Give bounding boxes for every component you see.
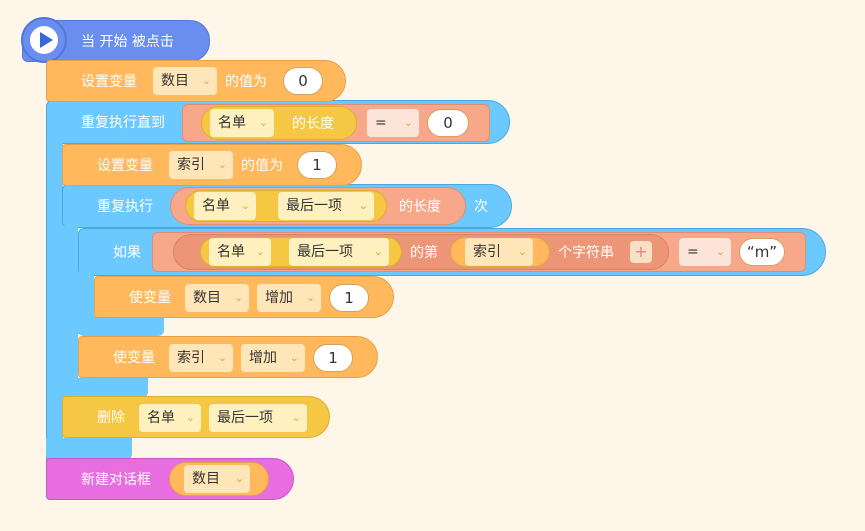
item-dropdown-text: 最后一项 xyxy=(297,244,353,260)
chevron-down-icon: ⌄ xyxy=(201,74,211,87)
chevron-down-icon: ⌄ xyxy=(291,411,301,424)
list-item-reporter[interactable]: 名单 ⌄ 最后一项 ⌄ xyxy=(200,237,402,267)
operator-dropdown[interactable]: =⌄ xyxy=(367,109,419,137)
count-var-text: 数目 xyxy=(193,290,221,306)
change-op-dropdown[interactable]: 增加 ⌄ xyxy=(257,284,321,312)
index-var-dropdown[interactable]: 索引 ⌄ xyxy=(169,151,233,179)
repeat-until-foot xyxy=(46,438,132,460)
set-index-block[interactable]: 设置变量 索引 ⌄ 的值为 1 xyxy=(62,144,362,186)
list-dropdown-text: 名单 xyxy=(218,115,246,131)
repeat-until-label: 重复执行直到 xyxy=(81,115,165,131)
play-icon[interactable] xyxy=(21,17,67,63)
change-op-text: 增加 xyxy=(249,350,277,366)
count-var-reporter[interactable]: 数目 ⌄ xyxy=(169,462,269,496)
chevron-down-icon: ⌄ xyxy=(373,245,383,258)
chevron-down-icon: ⌄ xyxy=(185,411,195,424)
length-label: 的长度 xyxy=(399,199,441,215)
item-dropdown-text: 最后一项 xyxy=(286,198,342,214)
compare-value-input[interactable]: “m” xyxy=(739,238,785,266)
list-length-reporter[interactable]: 名单 ⌄ 的长度 xyxy=(201,106,357,140)
chevron-down-icon: ⌄ xyxy=(358,199,368,212)
chevron-down-icon: ⌄ xyxy=(233,291,243,304)
set-index-suffix: 的值为 xyxy=(241,158,283,174)
until-value-input[interactable]: 0 xyxy=(427,109,469,137)
hat-label: 当 开始 被点击 xyxy=(81,34,174,50)
index-var-text: 索引 xyxy=(473,244,501,260)
new-dialog-label: 新建对话框 xyxy=(81,472,151,488)
count-var-text: 数目 xyxy=(192,471,220,487)
change-index-block[interactable]: 使变量 索引 ⌄ 增加 ⌄ 1 xyxy=(78,336,378,378)
list-dropdown-text: 名单 xyxy=(202,198,230,214)
repeat-times-foot xyxy=(62,378,148,398)
if-condition[interactable]: 名单⌄ 最后一项⌄ 的第 索引⌄ 个字符串 + =⌄ “m” xyxy=(152,232,806,272)
item-dropdown[interactable]: 最后一项 ⌄ xyxy=(289,238,389,266)
count-var-text: 数目 xyxy=(161,73,189,89)
if-label: 如果 xyxy=(113,245,141,261)
delete-item-block[interactable]: 删除 名单 ⌄ 最后一项 ⌄ xyxy=(62,396,330,438)
index-var-text: 索引 xyxy=(177,350,205,366)
index-var-reporter[interactable]: 索引 ⌄ xyxy=(450,237,550,267)
item-dropdown[interactable]: 最后一项 ⌄ xyxy=(278,192,374,220)
if-foot xyxy=(78,316,164,336)
operator-text: = xyxy=(375,115,387,131)
chevron-down-icon: ⌄ xyxy=(289,351,299,364)
char-label: 个字符串 xyxy=(558,245,614,261)
repeat-times-label: 重复执行 xyxy=(97,199,153,215)
repeat-until-arm xyxy=(46,140,63,462)
change-count-value-input[interactable]: 1 xyxy=(329,284,369,312)
list-dropdown-text: 名单 xyxy=(217,244,245,260)
chevron-down-icon: ⌄ xyxy=(715,245,725,258)
char-of-item-reporter[interactable]: 名单 ⌄ 最后一项 ⌄ 的第 索引 ⌄ 个字符串 + xyxy=(173,234,669,270)
repeat-times-arm xyxy=(62,226,78,398)
operator-text: = xyxy=(687,244,699,260)
length-label: 的长度 xyxy=(292,116,334,132)
repeat-until-condition[interactable]: 名单⌄ 的长度 =⌄ 0 xyxy=(182,104,490,142)
list-dropdown[interactable]: 名单 ⌄ xyxy=(194,192,256,220)
chevron-down-icon: ⌄ xyxy=(305,291,315,304)
operator-dropdown[interactable]: =⌄ xyxy=(679,238,731,266)
count-value-input[interactable]: 0 xyxy=(283,67,323,95)
set-count-block[interactable]: 设置变量 数目 ⌄ 的值为 0 xyxy=(46,60,346,102)
item-dropdown-text: 最后一项 xyxy=(217,410,273,426)
chevron-down-icon: ⌄ xyxy=(234,472,244,485)
index-var-dropdown[interactable]: 索引 ⌄ xyxy=(465,238,533,266)
list-dropdown[interactable]: 名单 ⌄ xyxy=(210,109,274,137)
count-var-dropdown[interactable]: 数目 ⌄ xyxy=(184,465,250,493)
index-value-input[interactable]: 1 xyxy=(297,151,337,179)
delete-label: 删除 xyxy=(97,410,125,426)
nth-label: 的第 xyxy=(410,245,438,261)
change-op-text: 增加 xyxy=(265,290,293,306)
list-item-reporter[interactable]: 名单 ⌄ 最后一项 ⌄ xyxy=(185,190,387,222)
plus-icon[interactable]: + xyxy=(630,241,652,263)
chevron-down-icon: ⌄ xyxy=(517,245,527,258)
change-count-label: 使变量 xyxy=(129,290,171,306)
chevron-down-icon: ⌄ xyxy=(255,245,265,258)
chevron-down-icon: ⌄ xyxy=(217,158,227,171)
change-index-value-input[interactable]: 1 xyxy=(313,344,353,372)
list-dropdown-text: 名单 xyxy=(147,410,175,426)
set-count-label: 设置变量 xyxy=(81,74,137,90)
item-dropdown[interactable]: 最后一项 ⌄ xyxy=(209,404,307,432)
set-count-suffix: 的值为 xyxy=(225,74,267,90)
change-op-dropdown[interactable]: 增加 ⌄ xyxy=(241,344,305,372)
when-start-clicked-block[interactable]: 当 开始 被点击 xyxy=(21,17,210,63)
chevron-down-icon: ⌄ xyxy=(217,351,227,364)
index-var-dropdown[interactable]: 索引 ⌄ xyxy=(169,344,233,372)
list-dropdown[interactable]: 名单 ⌄ xyxy=(209,238,271,266)
chevron-down-icon: ⌄ xyxy=(240,199,250,212)
count-var-dropdown[interactable]: 数目 ⌄ xyxy=(185,284,249,312)
chevron-down-icon: ⌄ xyxy=(258,116,268,129)
index-var-text: 索引 xyxy=(177,157,205,173)
repeat-times-suffix: 次 xyxy=(474,199,488,215)
set-index-label: 设置变量 xyxy=(97,158,153,174)
new-dialog-block[interactable]: 新建对话框 数目 ⌄ xyxy=(46,458,294,500)
change-index-label: 使变量 xyxy=(113,350,155,366)
change-count-block[interactable]: 使变量 数目 ⌄ 增加 ⌄ 1 xyxy=(94,276,394,318)
item-length-reporter[interactable]: 名单 ⌄ 最后一项 ⌄ 的长度 xyxy=(170,187,466,225)
chevron-down-icon: ⌄ xyxy=(403,116,413,129)
list-dropdown[interactable]: 名单 ⌄ xyxy=(139,404,201,432)
count-var-dropdown[interactable]: 数目 ⌄ xyxy=(153,67,217,95)
